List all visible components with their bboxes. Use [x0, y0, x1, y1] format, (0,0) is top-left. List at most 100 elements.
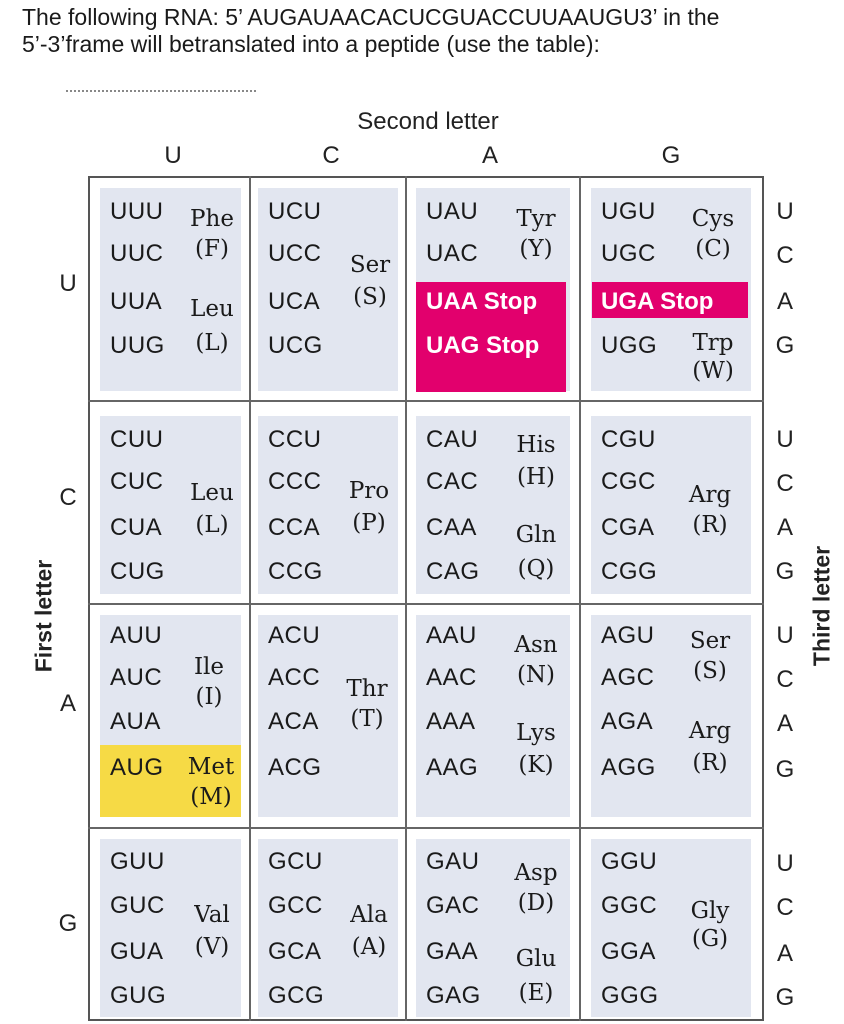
codon-uua: UUA	[110, 288, 163, 315]
cell-panel-ac	[258, 615, 398, 817]
codon-aga: AGA	[601, 708, 654, 735]
aa-asp: Asp	[514, 860, 558, 886]
aa-gly: Gly	[690, 898, 730, 924]
aa-his: His	[516, 432, 556, 458]
codon-gau: GAU	[426, 848, 480, 875]
column-header-g: G	[661, 142, 681, 169]
aa-ile-code: (I)	[195, 684, 223, 710]
codon-gua: GUA	[110, 938, 164, 965]
aa-trp-code: (W)	[692, 358, 734, 384]
aa-gln: Gln	[515, 522, 557, 548]
codon-auc: AUC	[110, 664, 163, 691]
stop-uag: UAG Stop	[426, 332, 539, 360]
aa-asn-code: (N)	[516, 662, 556, 688]
grid-divider	[249, 176, 251, 1021]
grid-divider	[405, 176, 407, 1021]
third-letter-u: U	[776, 622, 794, 649]
first-letter-label: First letter	[30, 559, 57, 673]
codon-gac: GAC	[426, 892, 480, 919]
aa-asp-code: (D)	[517, 890, 555, 916]
codon-uca: UCA	[268, 288, 321, 315]
cell-panel-cc	[258, 416, 398, 594]
aa-cys-code: (C)	[695, 236, 731, 262]
third-letter-a: A	[776, 940, 793, 967]
codon-ccc: CCC	[268, 468, 322, 495]
codon-agg: AGG	[601, 754, 656, 781]
codon-aau: AAU	[426, 622, 477, 649]
codon-acg: ACG	[268, 754, 322, 781]
codon-gug: GUG	[110, 982, 167, 1009]
aa-leu: Leu	[190, 296, 234, 322]
aa-met-code: (M)	[190, 784, 232, 810]
aa-tyr: Tyr	[516, 206, 556, 232]
codon-uag: UAG	[426, 332, 480, 359]
row-header-c: C	[59, 484, 77, 511]
stop-uaa: UAA Stop	[426, 288, 537, 316]
codon-guc: GUC	[110, 892, 165, 919]
codon-cgg: CGG	[601, 558, 658, 585]
cell-panel-ga	[416, 839, 570, 1017]
cell-panel-uc	[258, 188, 398, 391]
column-header-c: C	[322, 142, 340, 169]
aa-cys: Cys	[691, 206, 735, 232]
column-header-u: U	[164, 142, 182, 169]
codon-table	[88, 176, 764, 1021]
codon-cgc: CGC	[601, 468, 656, 495]
start-highlight-aug	[100, 745, 241, 817]
codon-cau: CAU	[426, 426, 479, 453]
third-letter-a: A	[776, 514, 793, 541]
codon-cug: CUG	[110, 558, 165, 585]
codon-uuu: UUU	[110, 198, 164, 225]
codon-ggu: GGU	[601, 848, 658, 875]
question-line-2: 5’-3’frame will betranslated into a pept…	[22, 31, 600, 57]
codon-gca: GCA	[268, 938, 322, 965]
aa-leu-code: (L)	[195, 330, 229, 356]
row-header-g: G	[58, 910, 78, 937]
aa-tyr-code: (Y)	[519, 236, 553, 262]
codon-aug: AUG	[110, 754, 164, 781]
cell-panel-gu	[100, 839, 241, 1017]
codon-uau: UAU	[426, 198, 479, 225]
codon-ucg: UCG	[268, 332, 323, 359]
third-letter-u: U	[776, 850, 794, 877]
codon-auu: AUU	[110, 622, 163, 649]
third-letter-g: G	[775, 558, 795, 585]
codon-uug: UUG	[110, 332, 165, 359]
question-text: The following RNA: 5’ AUGAUAACACUCGUACCU…	[22, 4, 832, 58]
codon-cua: CUA	[110, 514, 163, 541]
codon-uuc: UUC	[110, 240, 164, 267]
aa-thr-code: (T)	[350, 706, 384, 732]
row-header-u: U	[59, 270, 77, 297]
codon-aua: AUA	[110, 708, 161, 735]
column-header-a: A	[481, 142, 498, 169]
codon-gag: GAG	[426, 982, 481, 1009]
aa-phe: Phe	[190, 206, 234, 232]
codon-ccu: CCU	[268, 426, 322, 453]
aa-ser-code: (S)	[353, 284, 387, 310]
aa-phe-code: (F)	[195, 236, 229, 262]
grid-divider	[88, 603, 764, 605]
codon-gaa: GAA	[426, 938, 479, 965]
codon-gcu: GCU	[268, 848, 323, 875]
grid-divider	[88, 827, 764, 829]
aa-ser-code: (S)	[693, 658, 727, 684]
third-letter-a: A	[776, 288, 793, 315]
codon-ugu: UGU	[601, 198, 656, 225]
third-letter-a: A	[776, 710, 793, 737]
codon-ucu: UCU	[268, 198, 322, 225]
codon-cga: CGA	[601, 514, 655, 541]
cell-panel-ca	[416, 416, 570, 594]
aa-leu: Leu	[190, 480, 234, 506]
third-letter-label: Third letter	[808, 545, 835, 667]
row-header-a: A	[59, 690, 76, 717]
codon-cag: CAG	[426, 558, 480, 585]
third-letter-g: G	[775, 332, 795, 359]
aa-glu: Glu	[515, 946, 557, 972]
cell-panel-ag	[591, 615, 751, 817]
third-letter-c: C	[776, 470, 794, 497]
codon-ucc: UCC	[268, 240, 322, 267]
cell-panel-gg	[591, 839, 751, 1017]
third-letter-g: G	[775, 756, 795, 783]
aa-arg-code: (R)	[692, 750, 728, 776]
aa-asn: Asn	[514, 632, 558, 658]
